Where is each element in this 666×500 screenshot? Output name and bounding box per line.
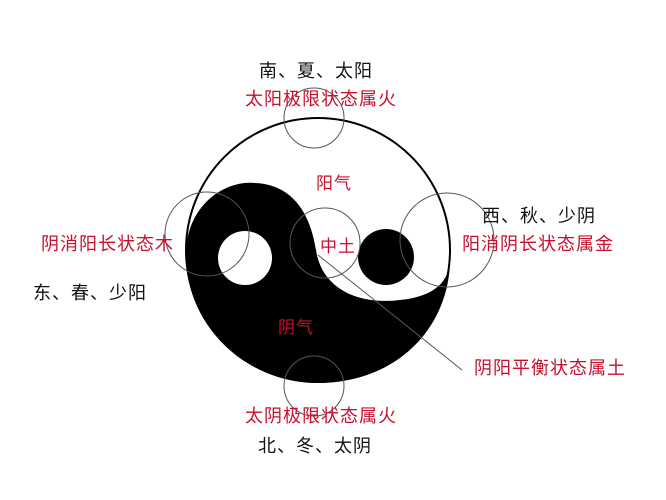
- right-phase-circle: [399, 192, 495, 288]
- left-direction-label: 东、春、少阳: [33, 283, 147, 304]
- top-phase-circle: [283, 87, 345, 149]
- right-state-label: 阳消阴长状态属金: [462, 234, 614, 255]
- center-earth-label: 中土: [320, 237, 356, 257]
- bottom-state-label: 太阴极限状态属火: [245, 406, 397, 427]
- yang-qi-label: 阳气: [316, 174, 352, 194]
- left-state-label: 阴消阳长状态木: [41, 234, 174, 255]
- yin-region: [186, 182, 450, 383]
- top-state-label: 太阳极限状态属火: [245, 89, 397, 110]
- left-phase-circle: [164, 191, 250, 277]
- callout-state-label: 阴阳平衡状态属土: [474, 358, 626, 379]
- bottom-phase-circle: [283, 355, 345, 417]
- center-phase-circle: [289, 207, 361, 279]
- right-direction-label: 西、秋、少阴: [482, 206, 596, 227]
- yin-eye: [358, 229, 414, 285]
- outer-circle: [185, 117, 451, 383]
- callout-line: [317, 254, 463, 371]
- top-direction-label: 南、夏、太阳: [259, 61, 373, 82]
- bottom-direction-label: 北、冬、太阴: [258, 436, 372, 457]
- yin-qi-label: 阴气: [278, 318, 314, 338]
- yang-eye: [218, 231, 272, 285]
